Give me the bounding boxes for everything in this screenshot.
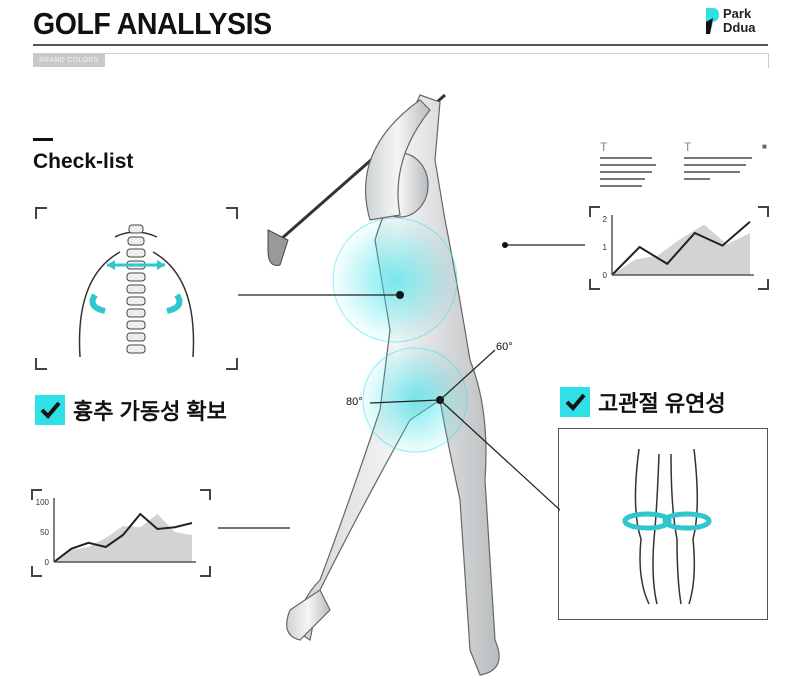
hip-rotation-legs-icon: [622, 448, 712, 605]
y-tick-label: 100: [36, 498, 50, 507]
corner-bracket-tr: [200, 489, 211, 500]
y-tick-label: 1: [603, 243, 608, 252]
text-block-heading: T: [600, 140, 608, 154]
checklist-item-label: 고관절 유연성: [598, 391, 726, 416]
spine-rotation-icon: [78, 224, 195, 358]
y-tick-label: 50: [40, 528, 49, 537]
corner-bracket-tl: [31, 489, 42, 500]
checklist-item-label: 흉추 가동성 확보: [73, 399, 227, 424]
corner-bracket-br: [758, 279, 769, 290]
y-tick-label: 0: [45, 558, 50, 567]
line-series: [611, 221, 751, 276]
angle-label-80: 80°: [346, 396, 363, 408]
brand-colors-label: BRAND COLORS: [33, 54, 105, 67]
checklist-item-thoracic[interactable]: 흉추 가동성 확보: [35, 394, 227, 426]
brand-frame: [33, 53, 769, 68]
checkbox-checked-icon[interactable]: [35, 395, 65, 425]
golfer-figure: [267, 93, 560, 676]
checklist-heading: Check-list: [33, 150, 134, 173]
spine-illustration-box: [35, 207, 238, 370]
angle-label-60: 60°: [496, 341, 513, 353]
corner-bracket-bl: [589, 279, 600, 290]
lock-icon: ■: [762, 142, 767, 151]
corner-bracket-bl: [31, 566, 42, 577]
corner-bracket-tr: [758, 206, 769, 217]
checkbox-checked-icon[interactable]: [560, 387, 590, 417]
chart-top-right: 0 1 2: [589, 206, 769, 290]
line-series: [53, 512, 193, 563]
page-title: GOLF ANALLYSIS: [33, 6, 272, 41]
area-series: [54, 514, 192, 562]
hip-illustration-box: [558, 428, 768, 620]
corner-bracket-br: [200, 566, 211, 577]
section-dash: [33, 138, 53, 141]
logo-text-line2: Ddua: [723, 20, 756, 35]
y-tick-label: 0: [603, 271, 608, 280]
text-block-heading: T: [684, 140, 692, 154]
text-blocks: T T ■: [600, 140, 780, 195]
corner-bracket-tl: [589, 206, 600, 217]
placeholder-text-lines: [600, 157, 752, 187]
logo-text-line1: Park: [723, 6, 752, 21]
logo-mark-icon: [706, 8, 719, 34]
header-divider: [33, 44, 768, 46]
checklist-item-hip[interactable]: 고관절 유연성: [560, 386, 726, 418]
chart-bottom-left: 0 50 100: [31, 489, 211, 577]
y-tick-label: 2: [603, 215, 608, 224]
